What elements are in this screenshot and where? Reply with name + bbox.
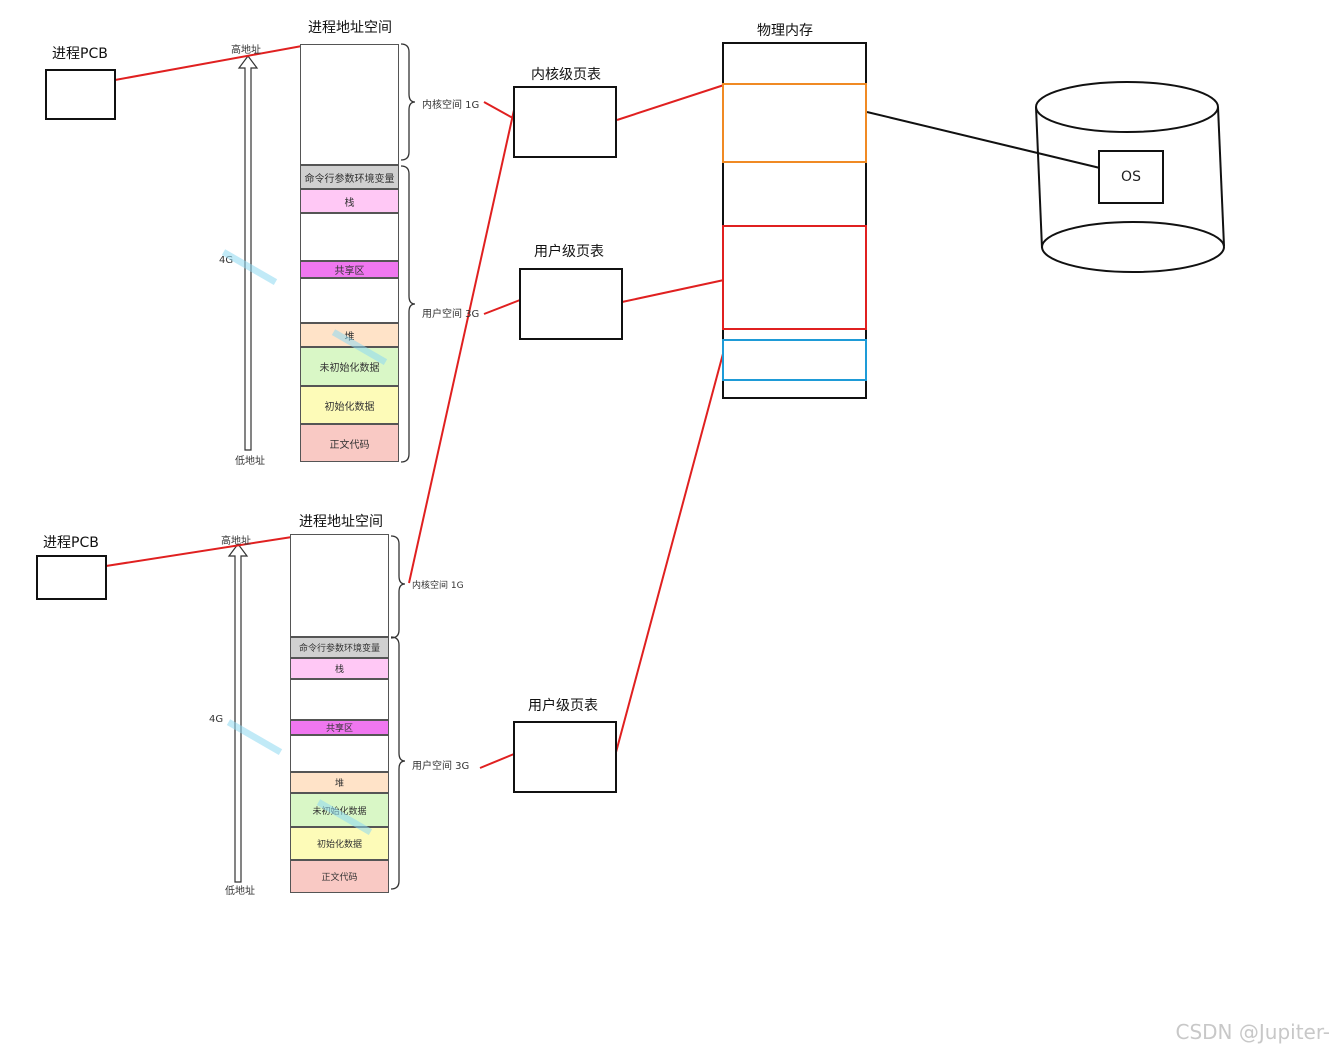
disk-cylinder	[1035, 81, 1225, 273]
link-user2-upt2	[479, 753, 515, 769]
stack-segment-1: 栈	[300, 189, 399, 213]
user-space-label-1: 用户空间 3G	[422, 309, 480, 320]
kernel-region-2	[290, 534, 389, 637]
kernel-memory-block[interactable]	[722, 83, 867, 163]
user-memory-block-1[interactable]	[722, 225, 867, 330]
size-label-1: 4G	[219, 255, 234, 266]
kernel-page-table[interactable]	[513, 86, 617, 158]
user-brace-1	[400, 165, 416, 463]
user-space-label-2: 用户空间 3G	[412, 761, 470, 772]
gap-segment-1b	[300, 278, 399, 323]
user-memory-block-2[interactable]	[722, 339, 867, 381]
physical-memory-title: 物理内存	[757, 23, 813, 39]
pcb-box-2[interactable]	[36, 555, 107, 600]
stack-segment-2: 栈	[290, 658, 389, 679]
link-kernel2-kpt	[408, 109, 515, 584]
gap-segment-1a	[300, 213, 399, 261]
data-segment-2: 初始化数据	[290, 827, 389, 860]
kernel-page-table-title: 内核级页表	[531, 67, 601, 83]
bss-segment-2: 未初始化数据	[290, 793, 389, 827]
high-addr-label-2: 高地址	[221, 536, 251, 547]
user-page-table-1[interactable]	[519, 268, 623, 340]
link-mem-os	[866, 111, 1101, 169]
gap-segment-2b	[290, 735, 389, 772]
kernel-brace-2	[390, 535, 406, 639]
args-env-segment-2: 命令行参数环境变量	[290, 637, 389, 658]
size-label-2: 4G	[209, 714, 224, 725]
kernel-region-1	[300, 44, 399, 165]
user-page-table-title-2: 用户级页表	[528, 698, 598, 714]
footer-credit: CSDN @Jupiter-	[1175, 1020, 1330, 1044]
os-box[interactable]: OS	[1098, 150, 1164, 204]
low-addr-label-2: 低地址	[225, 886, 255, 897]
link-pcb2-space2	[105, 536, 293, 567]
address-arrow-1	[237, 55, 259, 451]
heap-segment-2: 堆	[290, 772, 389, 793]
link-user1-upt1	[483, 299, 521, 315]
user-brace-2	[390, 636, 406, 890]
space-title-2: 进程地址空间	[299, 514, 383, 530]
gap-segment-2a	[290, 679, 389, 720]
heap-segment-1: 堆	[300, 323, 399, 347]
address-arrow-2	[227, 543, 249, 883]
text-segment-2: 正文代码	[290, 860, 389, 893]
low-addr-label-1: 低地址	[235, 456, 265, 467]
kernel-brace-1	[400, 43, 416, 161]
args-env-segment-1: 命令行参数环境变量	[300, 165, 399, 189]
link-upt1-mem	[621, 279, 725, 303]
user-page-table-title-1: 用户级页表	[534, 244, 604, 260]
link-pcb1-space1	[114, 45, 303, 81]
text-segment-1: 正文代码	[300, 424, 399, 462]
link-upt2-mem	[614, 349, 725, 757]
pcb-label-2: 进程PCB	[43, 535, 99, 551]
kernel-space-label-2: 内核空间 1G	[412, 581, 464, 591]
user-page-table-2[interactable]	[513, 721, 617, 793]
os-label: OS	[1121, 169, 1141, 185]
shared-segment-2: 共享区	[290, 720, 389, 735]
shared-segment-1: 共享区	[300, 261, 399, 278]
bss-segment-1: 未初始化数据	[300, 347, 399, 386]
space-title-1: 进程地址空间	[308, 20, 392, 36]
kernel-space-label-1: 内核空间 1G	[422, 100, 480, 111]
high-addr-label-1: 高地址	[231, 45, 261, 56]
data-segment-1: 初始化数据	[300, 386, 399, 424]
pcb-label-1: 进程PCB	[52, 46, 108, 62]
pcb-box-1[interactable]	[45, 69, 116, 120]
link-kpt-mem	[616, 84, 725, 121]
